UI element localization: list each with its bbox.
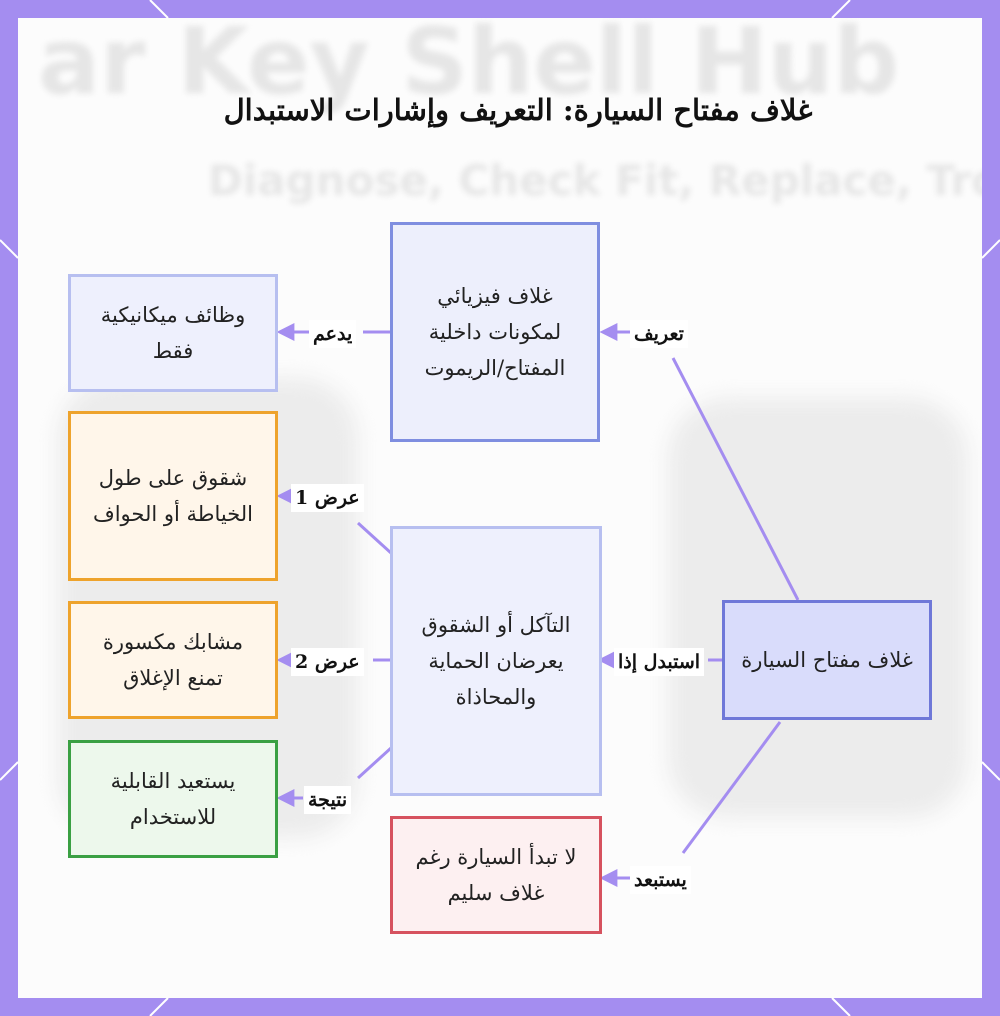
edge-label-symptom1: عرض 1 [291, 484, 364, 512]
connector-lines [276, 323, 800, 887]
background-watermark-title: ar Key Shell Hub [38, 18, 900, 115]
node-broken-clips: مشابك مكسورة تمنع الإغلاق [68, 601, 278, 719]
node-physical-shell: غلاف فيزيائي لمكونات داخلية المفتاح/الري… [390, 222, 600, 442]
edge-label-excludes: يستبعد [630, 866, 691, 894]
edge-label-replace-if: استبدل إذا [614, 648, 705, 676]
edge-excludes-line [681, 721, 782, 854]
diagram-canvas: ar Key Shell Hub Diagnose, Check Fit, Re… [18, 18, 982, 998]
edge-label-symptom2: عرض 2 [291, 648, 364, 676]
node-seam-cracks-label: شقوق على طول الخياطة أو الحواف [92, 466, 254, 526]
node-mechanical-only-label: وظائف ميكانيكية فقط [100, 303, 246, 363]
edge-result-line [356, 746, 393, 780]
node-restores-usability: يستعيد القابلية للاستخدام [68, 740, 278, 858]
background-watermark-subtitle: Diagnose, Check Fit, Replace, Troublesho… [208, 156, 982, 205]
node-restores-usability-label: يستعيد القابلية للاستخدام [110, 769, 236, 829]
node-wear-cracks: التآكل أو الشقوق يعرضان الحماية والمحاذا… [390, 526, 602, 796]
edge-label-result: نتيجة [304, 786, 352, 814]
node-broken-clips-label: مشابك مكسورة تمنع الإغلاق [102, 630, 244, 690]
edge-define-line [671, 357, 800, 601]
node-seam-cracks: شقوق على طول الخياطة أو الحواف [68, 411, 278, 581]
node-wear-cracks-label: التآكل أو الشقوق يعرضان الحماية والمحاذا… [421, 613, 571, 709]
node-no-start-label: لا تبدأ السيارة رغم غلاف سليم [415, 845, 577, 905]
edge-symptom1-line [356, 521, 393, 555]
node-car-key-shell-label: غلاف مفتاح السيارة [741, 648, 913, 672]
node-mechanical-only: وظائف ميكانيكية فقط [68, 274, 278, 392]
node-physical-shell-label: غلاف فيزيائي لمكونات داخلية المفتاح/الري… [424, 284, 566, 380]
edge-label-define: تعريف [630, 320, 688, 348]
edge-label-supports: يدعم [309, 320, 357, 348]
node-car-key-shell: غلاف مفتاح السيارة [722, 600, 932, 720]
diagram-title: غلاف مفتاح السيارة: التعريف وإشارات الاس… [223, 93, 813, 127]
node-no-start: لا تبدأ السيارة رغم غلاف سليم [390, 816, 602, 934]
